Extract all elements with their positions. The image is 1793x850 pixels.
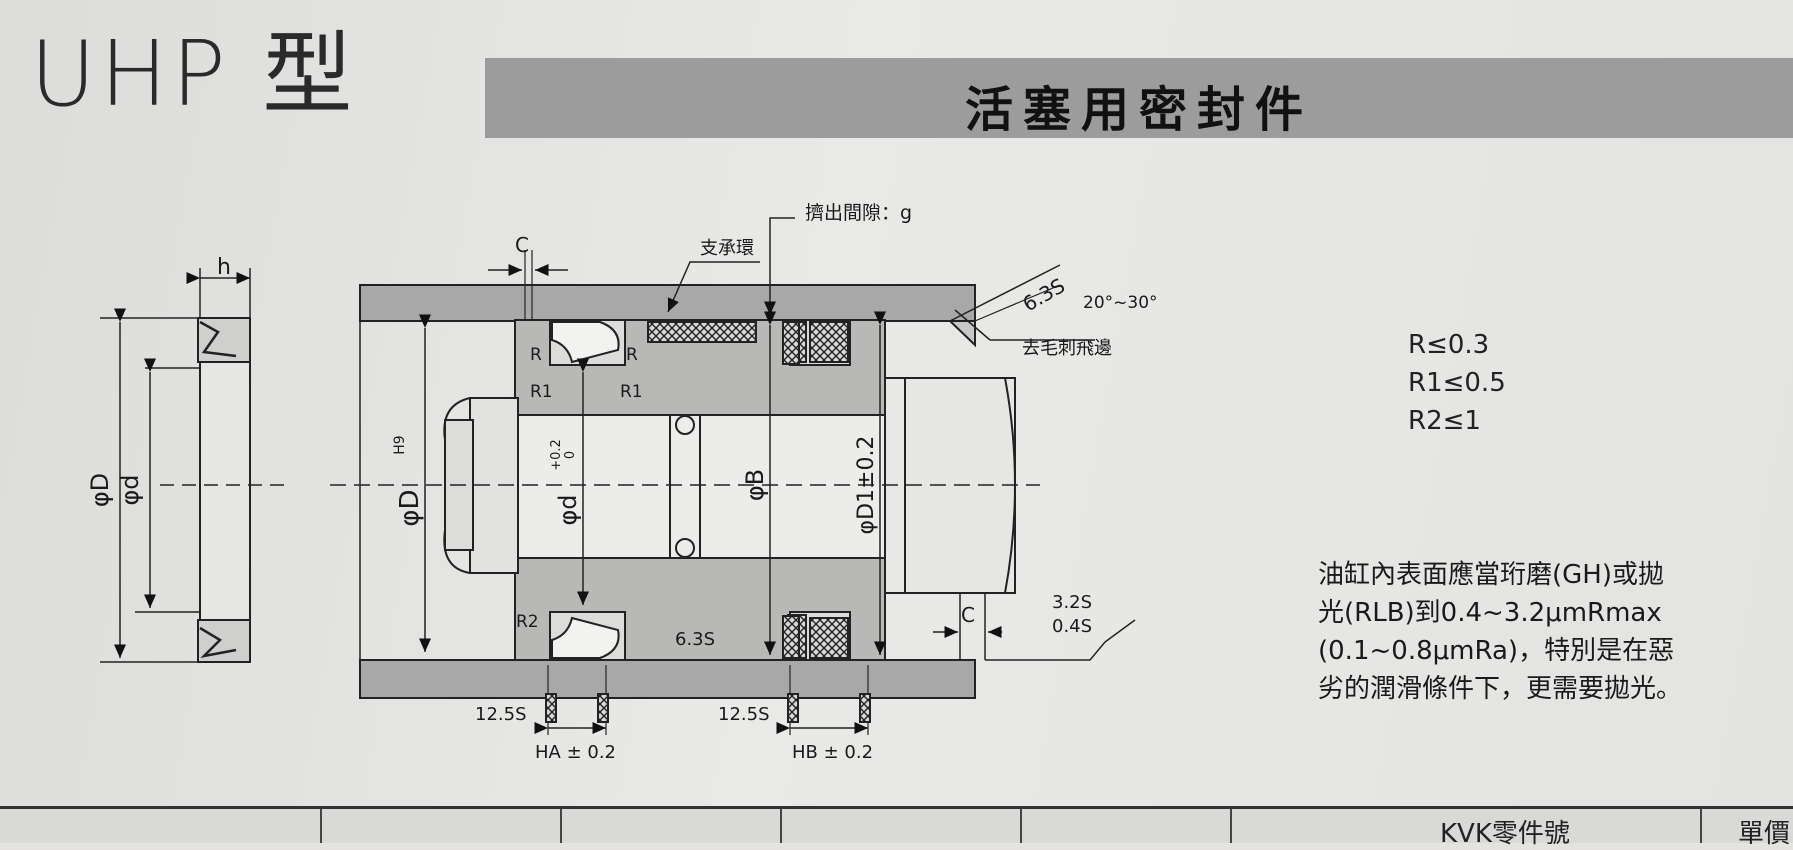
radius-limit-R: R≤0.3 [1408,330,1490,360]
table-divider [780,809,782,843]
label-h: h [217,255,231,280]
label-HA: HA ± 0.2 [535,742,616,763]
note-line: 劣的潤滑條件下，更需要拋光。 [1318,674,1683,704]
header-unit-price: 單價 [1738,819,1791,849]
label-phi-d-tol: φd [554,494,582,525]
table-divider [1020,809,1022,843]
radius-limit-R1: R1≤0.5 [1408,368,1506,398]
radius-limit-R2: R2≤1 [1408,406,1481,436]
parts-table-header: KVK零件號 單價 [0,806,1793,849]
label-angle: 20°~30° [1083,293,1158,313]
label-extrusion-gap: 擠出間隙：g [805,202,912,224]
label-roughness-0-4: 0.4S [1052,616,1092,637]
section-banner: 活塞用密封件 [485,58,1793,138]
label-H9: H9 [392,435,408,454]
table-divider [320,809,322,843]
label-c-top: C [515,233,529,257]
note-line: 油缸內表面應當珩磨(GH)或拋 [1318,560,1664,590]
label-HB: HB ± 0.2 [792,742,873,763]
label-roughness-chamfer: 6.3S [1019,273,1070,316]
table-divider [1230,809,1232,843]
label-d-tol-upper: +0.2 [549,439,564,471]
label-phi-D: φD [86,473,114,507]
label-R1-left: R1 [530,382,553,402]
label-12-5-right: 12.5S [718,704,770,725]
table-divider [560,809,562,843]
label-roughness-groove: 6.3S [675,629,715,650]
radius-limits: R≤0.3 R1≤0.5 R2≤1 [1408,326,1506,440]
label-R2: R2 [516,612,539,632]
label-roughness-3-2: 3.2S [1052,592,1092,613]
note-line: (0.1~0.8μmRa)，特別是在惡 [1318,636,1675,666]
table-divider [1700,809,1702,843]
label-phi-B: φB [741,469,769,501]
label-12-5-left: 12.5S [475,704,527,725]
label-phi-D-H9: φD [395,489,425,526]
label-support-ring: 支承環 [700,238,754,259]
label-R-left: R [530,345,542,365]
seal-profile-view [100,268,290,663]
model-title: UHP 型 [30,22,357,127]
label-R-right: R [626,345,638,365]
cylinder-assembly [330,217,1136,735]
label-d-tol-lower: 0 [563,451,578,459]
label-c-bottom: C [961,603,975,627]
label-phi-D1: φD1±0.2 [854,436,879,535]
surface-finish-note: 油缸內表面應當珩磨(GH)或拋 光(RLB)到0.4~3.2μmRmax (0.… [1318,556,1788,708]
section-title: 活塞用密封件 [965,82,1314,138]
label-deburr: 去毛刺飛邊 [1022,338,1112,359]
label-R1-right: R1 [620,382,643,402]
label-phi-d: φd [116,474,144,505]
note-line: 光(RLB)到0.4~3.2μmRmax [1318,598,1662,628]
header-kvk-part-number: KVK零件號 [1440,819,1570,849]
